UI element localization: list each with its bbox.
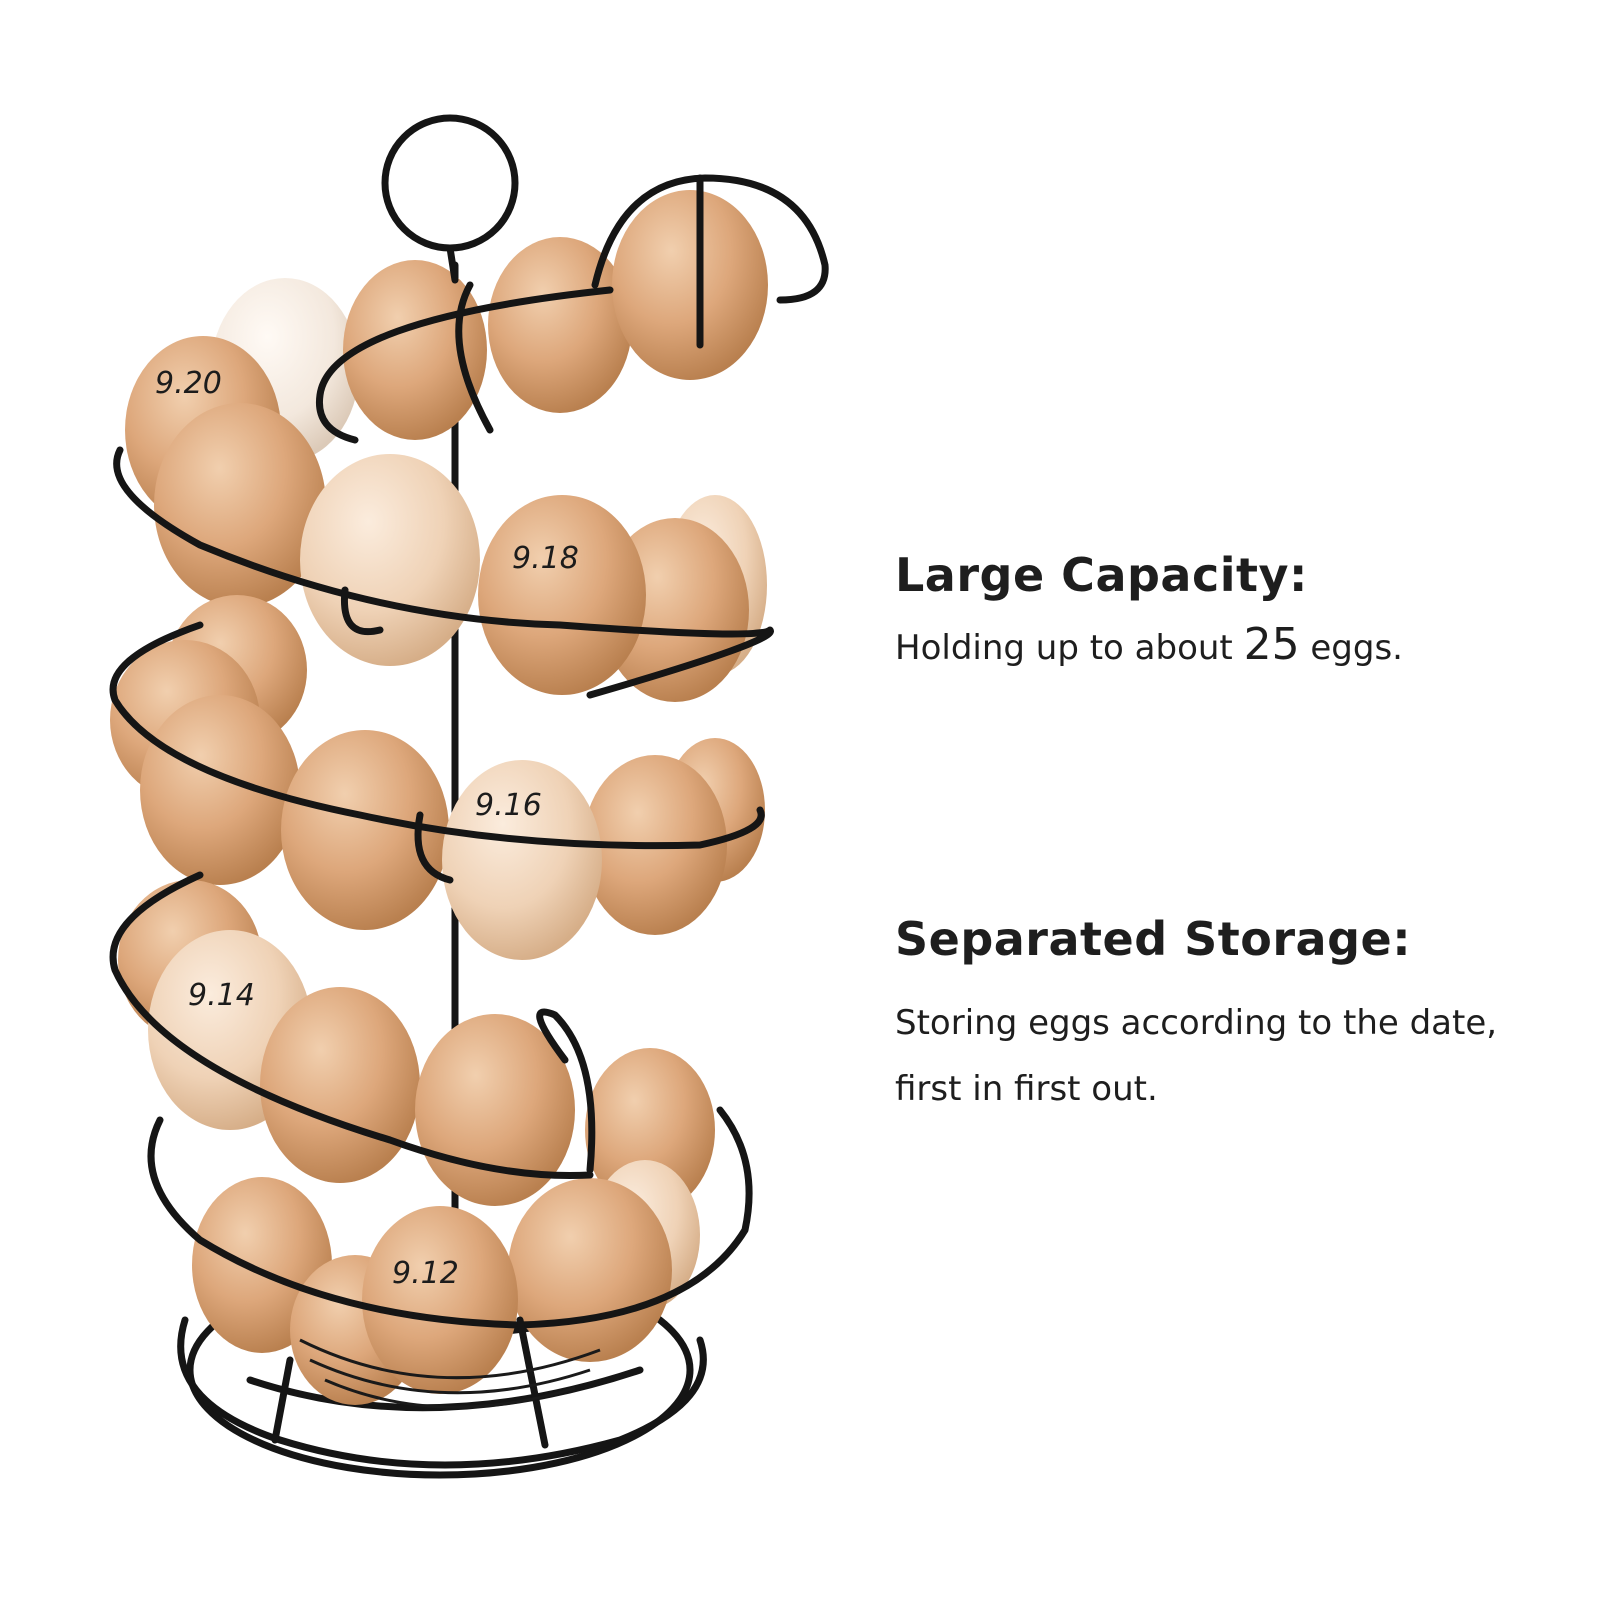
egg-date-label: 9.14 [188,978,255,1013]
description-text: eggs. [1299,628,1403,668]
basket-mesh [299,1338,601,1409]
rack-front [109,114,829,1469]
egg-date-label: 9.16 [475,788,542,823]
egg-date-label: 9.18 [512,541,579,576]
feature-large-capacity: Large Capacity: Holding up to about 25 e… [895,548,1403,681]
egg-date-label: 9.12 [392,1256,459,1291]
egg-date-labels: 9.20 9.18 9.16 9.14 9.12 [155,366,579,1291]
feature-separated-storage: Separated Storage: Storing eggs accordin… [895,912,1497,1122]
description-text: Holding up to about [895,628,1244,668]
egg-date-label: 9.20 [155,366,222,401]
capacity-number: 25 [1243,619,1300,670]
description-line: Storing eggs according to the date, [895,1003,1498,1043]
feature-title: Separated Storage: [895,912,1412,966]
feature-description: Holding up to about 25 eggs. [895,612,1403,681]
feature-title: Large Capacity: [895,548,1308,602]
description-line: first in first out. [895,1069,1158,1109]
feature-description: Storing eggs according to the date, first… [895,990,1497,1122]
